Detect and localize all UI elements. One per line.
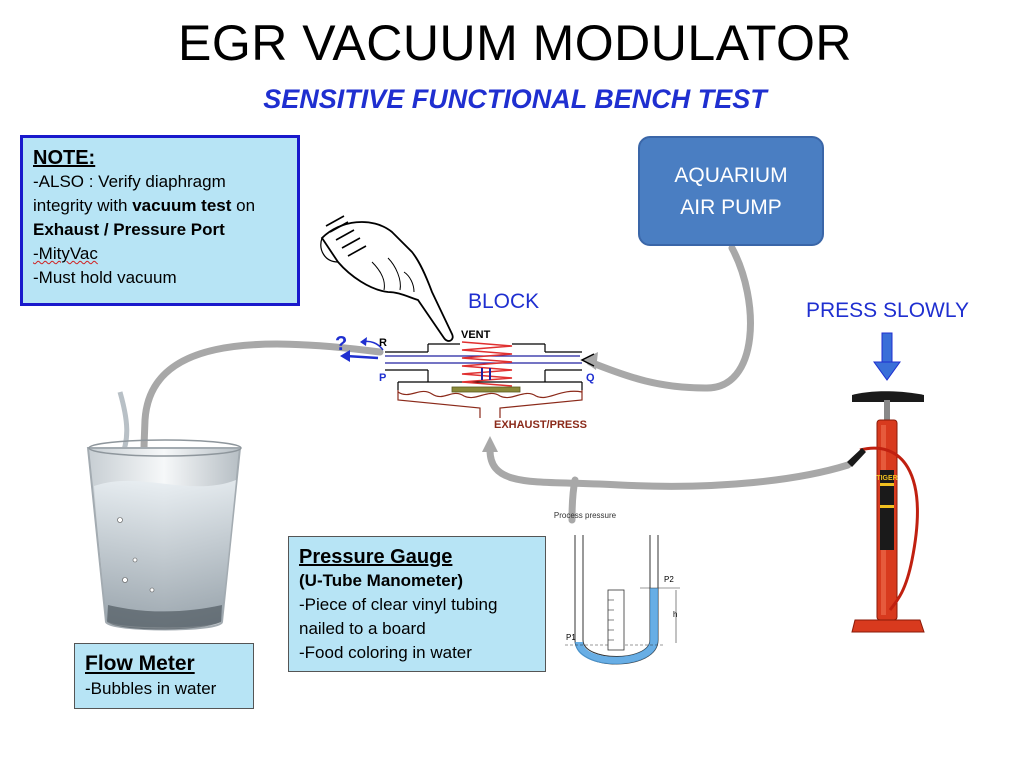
pressure-gauge-line-2: nailed to a board bbox=[299, 619, 426, 638]
note-heading: NOTE: bbox=[33, 147, 96, 169]
pressure-gauge-line-3: -Food coloring in water bbox=[299, 643, 472, 662]
manometer-h: h bbox=[673, 610, 677, 619]
port-r-label: R bbox=[379, 337, 387, 349]
block-label: BLOCK bbox=[468, 290, 540, 313]
page-subtitle: SENSITIVE FUNCTIONAL BENCH TEST bbox=[263, 84, 767, 114]
air-pump-line-2: AIR PUMP bbox=[680, 196, 782, 219]
egr-modulator-schematic bbox=[340, 337, 595, 418]
pump-brand-label: TIGER bbox=[876, 475, 897, 482]
water-glass-image bbox=[86, 391, 242, 631]
note-line-1: -ALSO : Verify diaphragm bbox=[33, 172, 226, 191]
flow-meter-heading: Flow Meter bbox=[85, 652, 195, 675]
diaphragm-plate bbox=[451, 386, 521, 393]
hose-tee-to-manometer bbox=[568, 476, 579, 524]
air-pump-line-1: AQUARIUM bbox=[674, 164, 788, 187]
port-p-label: P bbox=[379, 372, 386, 384]
u-tube-manometer: Process pressure P1 P2 h bbox=[554, 511, 680, 665]
press-slowly-label: PRESS SLOWLY bbox=[806, 299, 969, 322]
spring bbox=[461, 341, 513, 387]
bike-pump-image: TIGER bbox=[847, 391, 925, 633]
hose-air-pump-to-q bbox=[586, 244, 754, 392]
note-box: NOTE: -ALSO : Verify diaphragm integrity… bbox=[20, 135, 300, 306]
note-line-2: integrity with vacuum test on bbox=[33, 196, 256, 215]
manometer-p1: P1 bbox=[566, 633, 576, 642]
pressure-gauge-box: Pressure Gauge (U-Tube Manometer) -Piece… bbox=[288, 536, 546, 672]
diaphragm bbox=[397, 390, 583, 399]
manometer-caption: Process pressure bbox=[554, 511, 617, 520]
hose-exhaust-arrowhead bbox=[482, 436, 498, 452]
note-line-4: -MityVac bbox=[33, 244, 98, 263]
press-down-arrow bbox=[873, 332, 901, 381]
exhaust-chamber bbox=[397, 390, 583, 418]
aquarium-air-pump-box: AQUARIUM AIR PUMP bbox=[638, 136, 824, 246]
pressure-gauge-heading: Pressure Gauge bbox=[299, 546, 453, 568]
exhaust-label: EXHAUST/PRESS bbox=[494, 419, 587, 431]
port-p-arrow bbox=[345, 354, 379, 360]
pointing-hand-icon bbox=[320, 215, 454, 342]
note-line-3: Exhaust / Pressure Port bbox=[33, 220, 225, 239]
pressure-gauge-sub: (U-Tube Manometer) bbox=[299, 571, 464, 590]
pressure-gauge-line-1: -Piece of clear vinyl tubing bbox=[299, 595, 498, 614]
note-line-5: -Must hold vacuum bbox=[33, 268, 177, 287]
page-title: EGR VACUUM MODULATOR bbox=[178, 15, 852, 71]
question-mark: ? bbox=[335, 333, 347, 355]
vent-label: VENT bbox=[461, 329, 491, 341]
manometer-p2: P2 bbox=[664, 575, 674, 584]
hose-bike-pump-to-exhaust bbox=[486, 446, 852, 490]
port-q-arrow bbox=[580, 353, 595, 367]
flow-meter-box: Flow Meter -Bubbles in water bbox=[74, 643, 254, 709]
port-q-label: Q bbox=[586, 372, 595, 384]
flow-meter-line-1: -Bubbles in water bbox=[85, 679, 217, 698]
